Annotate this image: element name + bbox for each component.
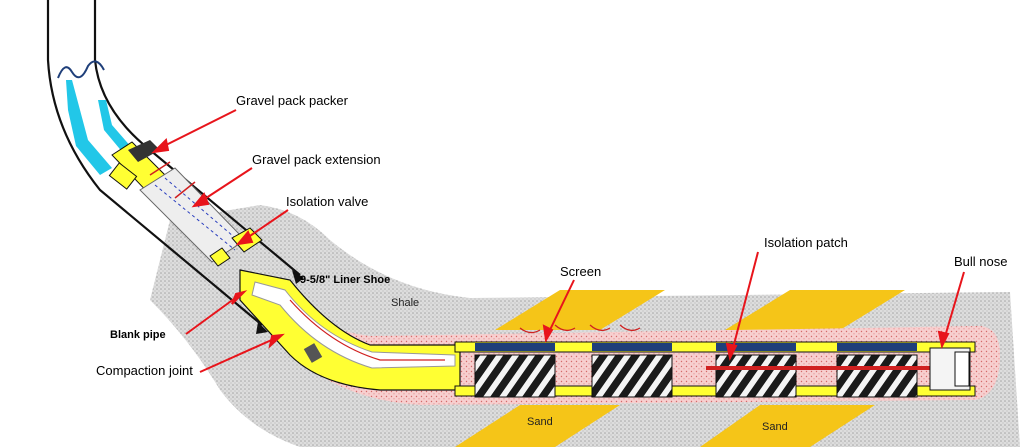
isolation-patch-bar	[706, 366, 931, 370]
flow-arrows	[519, 324, 641, 334]
callout-arrows	[151, 109, 965, 373]
liner-shoe-marker	[256, 322, 268, 334]
label-sand-2: Sand	[762, 421, 788, 433]
fluid-level-wave	[57, 60, 105, 79]
label-liner-shoe: 9-5/8" Liner Shoe	[300, 274, 390, 286]
extension-section	[139, 161, 246, 263]
screen-joint	[591, 354, 673, 398]
annulus-fluid	[98, 100, 132, 154]
label-bull-nose: Bull nose	[954, 254, 1007, 269]
screen-joint	[715, 354, 797, 398]
compaction-joint-ring	[303, 343, 323, 363]
label-isolation-valve: Isolation valve	[286, 194, 368, 209]
label-sand-1: Sand	[527, 416, 553, 428]
label-gravel-pack-packer: Gravel pack packer	[236, 93, 349, 108]
label-compaction-joint: Compaction joint	[96, 363, 193, 378]
sand-stripe	[700, 405, 875, 447]
annulus-fluid	[66, 80, 112, 175]
sand-stripes	[455, 290, 905, 447]
screen-assembly	[454, 341, 976, 398]
liner-shoe-marker	[292, 270, 304, 284]
label-isolation-patch: Isolation patch	[764, 235, 848, 250]
sand-stripe	[495, 290, 665, 330]
label-blank-pipe: Blank pipe	[110, 329, 166, 341]
sand-stripe	[725, 290, 905, 330]
sand-stripe	[455, 405, 620, 447]
screen-joint	[474, 354, 556, 398]
flow-arrow-line	[289, 299, 445, 361]
label-gravel-pack-extension: Gravel pack extension	[252, 152, 381, 167]
label-screen: Screen	[560, 264, 601, 279]
label-shale: Shale	[391, 297, 419, 309]
screen-joint	[836, 354, 918, 398]
